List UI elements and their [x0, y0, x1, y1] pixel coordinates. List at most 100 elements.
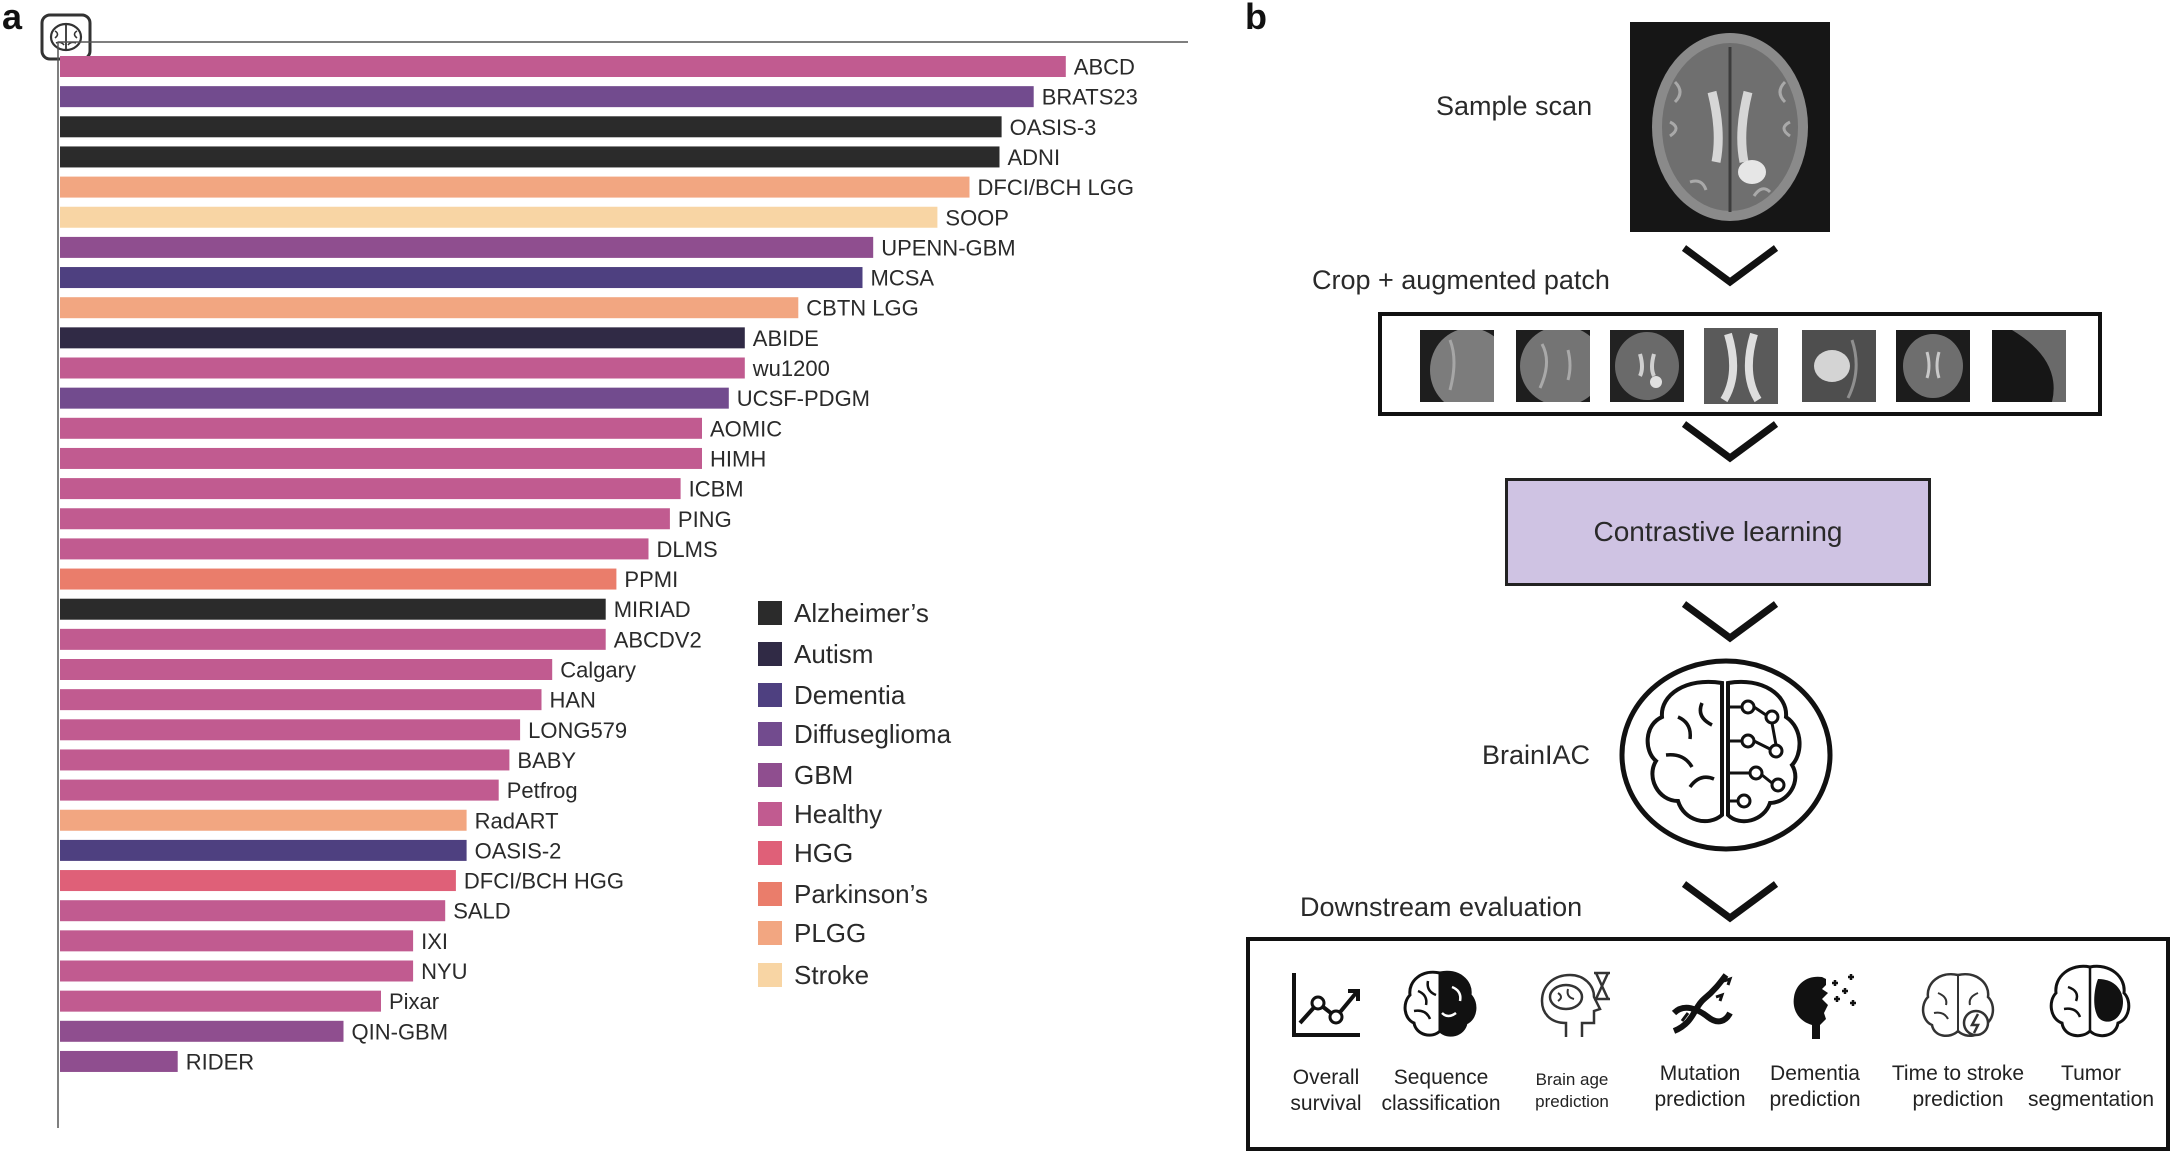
- task-time-to-stroke: Time to stroke prediction: [1874, 1061, 2042, 1113]
- bar-adni: [60, 146, 1000, 168]
- legend-item: Healthy: [758, 799, 882, 829]
- task-label-line1: Mutation: [1659, 1062, 1741, 1085]
- bar-label: DFCI/BCH HGG: [464, 869, 624, 894]
- bar-label: UPENN-GBM: [881, 235, 1015, 260]
- bar-dlms: [60, 538, 649, 560]
- task-label-line2: segmentation: [2027, 1088, 2155, 1111]
- bar-label: ABIDE: [753, 326, 819, 351]
- downstream-tasks-box: Overall survival Sequence classification…: [1246, 937, 2170, 1151]
- bar-himh: [60, 447, 702, 469]
- legend-label: Dementia: [794, 679, 906, 710]
- bar-label: RadART: [475, 808, 559, 833]
- task-sequence-classification: Sequence classification: [1368, 1065, 1514, 1117]
- bar-sald: [60, 900, 446, 922]
- bar-abcdv2: [60, 628, 606, 650]
- arrow-down-icon: [1681, 245, 1779, 287]
- bar-mcsa: [60, 267, 863, 289]
- legend-swatch: [758, 601, 782, 625]
- bar-miriad: [60, 598, 606, 620]
- bar-brats23: [60, 86, 1034, 108]
- legend-label: PLGG: [794, 917, 867, 948]
- legend-label: Stroke: [794, 959, 870, 990]
- bar-label: RIDER: [186, 1049, 254, 1074]
- bar-upenn-gbm: [60, 236, 874, 258]
- patch-image: [1704, 328, 1778, 404]
- bar-label: OASIS-3: [1010, 115, 1097, 140]
- bar-label: SOOP: [945, 205, 1009, 230]
- bar-ping: [60, 508, 670, 530]
- bar-label: NYU: [421, 959, 467, 984]
- bar-label: Pixar: [389, 989, 439, 1014]
- crop-label: Crop + augmented patch: [1312, 265, 1610, 295]
- legend-item: Stroke: [758, 960, 869, 990]
- patch-image: [1420, 330, 1494, 402]
- legend-item: Diffuseglioma: [758, 719, 951, 749]
- legend-swatch: [758, 802, 782, 826]
- panel-a-letter: a: [2, 0, 23, 37]
- legend-swatch: [758, 882, 782, 906]
- legend-item: HGG: [758, 838, 853, 868]
- bar-label: UCSF-PDGM: [737, 386, 870, 411]
- bar-label: DLMS: [657, 537, 718, 562]
- bar-label: DFCI/BCH LGG: [978, 175, 1134, 200]
- brain-sequence-icon: [1403, 970, 1477, 1037]
- task-label-line1: Sequence: [1393, 1066, 1489, 1089]
- patch-image: [1992, 330, 2066, 402]
- legend-label: HGG: [794, 837, 854, 868]
- contrastive-learning-box: Contrastive learning: [1505, 478, 1931, 586]
- bar-icbm: [60, 478, 681, 500]
- task-label-line2: prediction: [1654, 1088, 1746, 1111]
- task-dementia-prediction: Dementia prediction: [1750, 1061, 1880, 1113]
- task-label-line1: Time to stroke: [1891, 1062, 2025, 1085]
- bar-oasis-2: [60, 839, 467, 861]
- sample-scan-label: Sample scan: [1436, 91, 1593, 121]
- bar-label: ABCD: [1074, 55, 1135, 80]
- arrow-down-icon: [1681, 881, 1779, 923]
- arrow-down-icon: [1681, 421, 1779, 463]
- bar-baby: [60, 749, 510, 771]
- bar-abide: [60, 327, 745, 349]
- bar-label: PING: [678, 507, 732, 532]
- task-label-line1: Dementia: [1770, 1062, 1860, 1085]
- legend-swatch: [758, 921, 782, 945]
- task-label-line2: prediction: [1535, 1092, 1609, 1111]
- task-label-line2: prediction: [1912, 1088, 2004, 1111]
- bar-label: AOMIC: [710, 416, 782, 441]
- bar-pixar: [60, 990, 381, 1012]
- legend-swatch: [758, 642, 782, 666]
- legend-item: Dementia: [758, 680, 905, 710]
- bar-label: ICBM: [689, 477, 744, 502]
- bar-label: Calgary: [560, 658, 636, 683]
- bar-radart: [60, 809, 467, 831]
- bar-label: MCSA: [871, 266, 935, 291]
- patch-image: [1802, 330, 1876, 402]
- legend-swatch: [758, 683, 782, 707]
- legend-label: Diffuseglioma: [794, 718, 952, 749]
- bar-qin-gbm: [60, 1020, 344, 1042]
- task-label-line2: classification: [1381, 1092, 1501, 1115]
- legend-item: GBM: [758, 760, 853, 790]
- brain-badge-icon: [40, 13, 92, 61]
- bar-abcd: [60, 56, 1066, 77]
- legend-item: Alzheimer’s: [758, 598, 929, 628]
- bar-label: QIN-GBM: [352, 1019, 449, 1044]
- task-label-line2: survival: [1290, 1092, 1362, 1115]
- legend-swatch: [758, 841, 782, 865]
- bar-soop: [60, 206, 938, 228]
- bar-label: Petfrog: [507, 778, 578, 803]
- bar-label: SALD: [453, 899, 510, 924]
- bar-han: [60, 689, 542, 711]
- bar-label: LONG579: [528, 718, 627, 743]
- bar-label: IXI: [421, 929, 448, 954]
- brainiac-brain-icon: [1619, 658, 1833, 852]
- legend-swatch: [758, 722, 782, 746]
- task-overall-survival: Overall survival: [1268, 1065, 1384, 1117]
- legend-item: PLGG: [758, 918, 866, 948]
- bar-label: HAN: [550, 688, 596, 713]
- bar-label: ABCDV2: [614, 627, 702, 652]
- legend-label: Alzheimer’s: [794, 597, 929, 628]
- bar-label: BABY: [517, 748, 576, 773]
- brainiac-label: BrainIAC: [1482, 740, 1591, 770]
- bar-label: MIRIAD: [614, 597, 691, 622]
